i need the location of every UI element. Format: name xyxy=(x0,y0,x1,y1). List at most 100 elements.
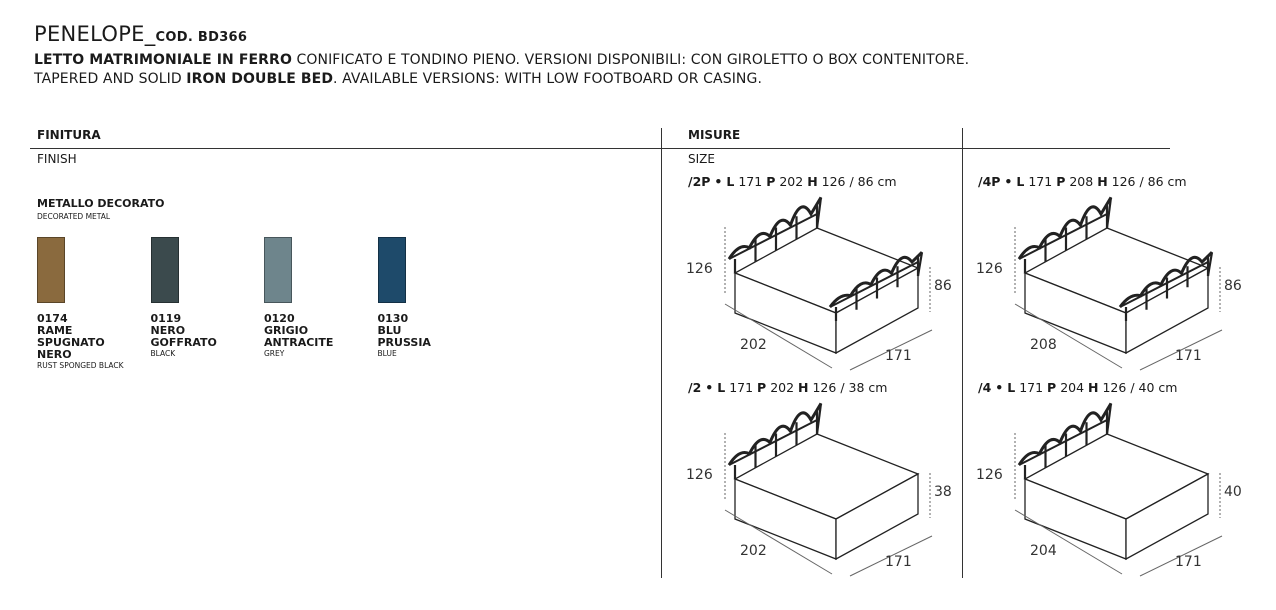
desc-en-bold: IRON DOUBLE BED xyxy=(186,71,334,87)
swatch-code: 0119 xyxy=(150,312,182,325)
p-label: P xyxy=(1056,174,1066,189)
p-value: 208 xyxy=(1069,174,1094,189)
p-value: 202 xyxy=(779,174,804,189)
h-value: 126 / 86 cm xyxy=(821,174,897,189)
side-dim: 40 xyxy=(1224,484,1242,500)
size-card-4: /4 • L 171 P 204 H 126 / 40 cm 126 40 20… xyxy=(970,378,1260,584)
version-code: /4 xyxy=(978,380,992,395)
bullet: • xyxy=(1004,174,1013,189)
bed-front xyxy=(835,266,919,355)
length-dim: 208 xyxy=(1030,337,1057,353)
height-dim: 126 xyxy=(976,261,1003,277)
swatch-code: 0120 xyxy=(264,312,295,325)
swatch-name: BLU xyxy=(377,324,402,337)
desc-it-rest: CONIFICATO E TONDINO PIENO. VERSIONI DIS… xyxy=(291,52,970,68)
board-curve xyxy=(727,196,823,260)
swatch-name-en: BLACK xyxy=(150,349,176,358)
version-spec: /4 • L 171 P 204 H 126 / 40 cm xyxy=(978,380,1177,395)
board-curve xyxy=(1118,251,1214,308)
swatch-color[interactable] xyxy=(150,237,179,303)
bullet: • xyxy=(995,380,1004,395)
finish-subheading: FINISH xyxy=(37,152,77,166)
swatch-color[interactable] xyxy=(264,237,292,303)
l-value: 171 xyxy=(738,174,763,189)
p-value: 202 xyxy=(770,380,795,395)
p-value: 204 xyxy=(1060,380,1085,395)
board-curve xyxy=(1017,402,1113,466)
swatch-name: GOFFRATO xyxy=(150,336,217,349)
description-it: LETTO MATRIMONIALE IN FERRO CONIFICATO E… xyxy=(34,52,969,68)
h-value: 126 / 38 cm xyxy=(812,380,888,395)
swatch-code: 0174 xyxy=(37,312,68,325)
code-value: BD366 xyxy=(197,30,248,45)
desc-en-a: TAPERED AND SOLID xyxy=(34,71,187,87)
finish-group-title: METALLO DECORATO xyxy=(37,197,165,210)
product-name: PENELOPE_ xyxy=(34,22,156,46)
product-code: COD. BD366 xyxy=(156,30,248,45)
swatch-name-en: RUST SPONGED BLACK xyxy=(37,361,124,370)
length-dim-line xyxy=(1014,509,1123,575)
swatch-color[interactable] xyxy=(377,237,406,303)
header-divider xyxy=(30,148,1170,149)
swatch-name: NERO xyxy=(37,348,72,361)
desc-en-rest: . AVAILABLE VERSIONS: WITH LOW FOOTBOARD… xyxy=(333,71,762,87)
bed-drawing xyxy=(1014,402,1223,577)
size-heading: MISURE xyxy=(688,128,741,142)
swatch-name: SPUGNATO xyxy=(37,336,105,349)
version-spec: /2P • L 171 P 202 H 126 / 86 cm xyxy=(688,174,897,189)
p-label: P xyxy=(766,174,776,189)
l-label: L xyxy=(726,174,735,189)
finish-group-subtitle: DECORATED METAL xyxy=(37,212,111,221)
bed-drawing xyxy=(724,402,933,577)
h-label: H xyxy=(807,174,818,189)
swatch-code: 0130 xyxy=(377,312,409,325)
l-label: L xyxy=(717,380,726,395)
swatch-name-en: GREY xyxy=(264,349,285,358)
board-rail xyxy=(728,213,818,260)
column-divider xyxy=(661,128,662,578)
size-card-2: /2 • L 171 P 202 H 126 / 38 cm 126 38 20… xyxy=(680,378,970,584)
length-dim: 202 xyxy=(740,543,767,559)
swatch-name-en: BLUE xyxy=(377,349,397,358)
l-value: 171 xyxy=(729,380,754,395)
side-dim: 86 xyxy=(1224,278,1242,294)
finish-heading: FINITURA xyxy=(37,128,101,142)
bullet: • xyxy=(705,380,714,395)
width-dim: 171 xyxy=(885,348,912,364)
width-dim-line xyxy=(849,329,933,371)
width-dim: 171 xyxy=(1175,348,1202,364)
board-rail xyxy=(728,419,818,466)
width-dim-line xyxy=(849,535,933,577)
bed-drawing xyxy=(1014,196,1223,371)
p-label: P xyxy=(1047,380,1057,395)
size-card-4P: /4P • L 171 P 208 H 126 / 86 cm 126 86 2… xyxy=(970,172,1260,378)
swatch-name: NERO xyxy=(150,324,186,337)
board-rail xyxy=(1018,213,1108,260)
board-curve xyxy=(727,402,823,466)
board-rail xyxy=(829,261,919,308)
board-curve xyxy=(1017,196,1113,260)
height-dim: 126 xyxy=(976,467,1003,483)
width-dim-line xyxy=(1139,535,1223,577)
height-dim: 126 xyxy=(686,261,713,277)
length-dim: 202 xyxy=(740,337,767,353)
width-dim-line xyxy=(1139,329,1223,371)
swatch-color[interactable] xyxy=(37,237,65,303)
height-dim: 126 xyxy=(686,467,713,483)
size-subheading: SIZE xyxy=(688,152,715,166)
bed-front xyxy=(1125,266,1209,355)
l-label: L xyxy=(1016,174,1025,189)
side-dim: 38 xyxy=(934,484,952,500)
p-label: P xyxy=(757,380,767,395)
code-prefix: COD. xyxy=(155,30,194,45)
swatch-name: RAME xyxy=(37,324,73,337)
h-value: 126 / 40 cm xyxy=(1102,380,1178,395)
board-rail xyxy=(1018,419,1108,466)
length-dim-line xyxy=(724,303,833,369)
desc-it-bold: LETTO MATRIMONIALE IN FERRO xyxy=(34,52,292,68)
h-value: 126 / 86 cm xyxy=(1111,174,1187,189)
